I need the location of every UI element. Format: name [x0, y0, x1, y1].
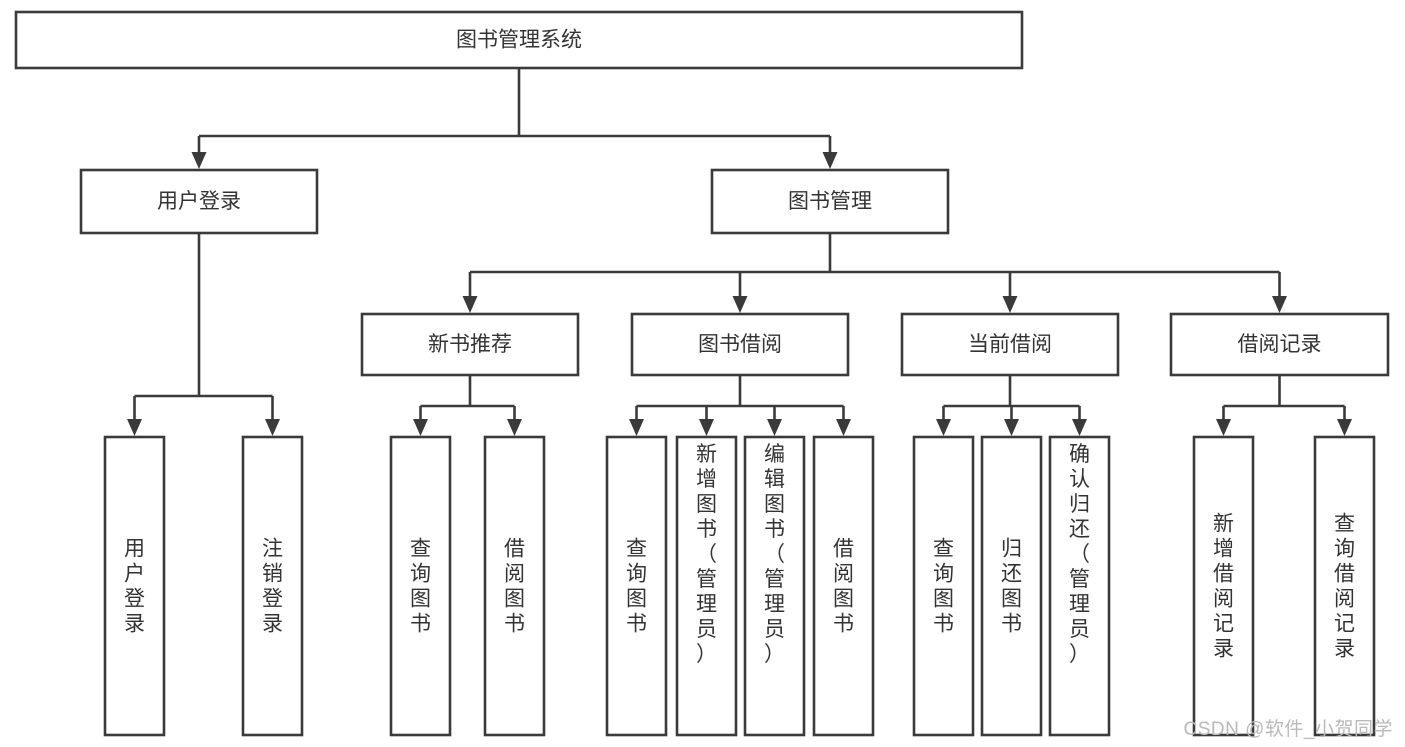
node-label-leaf-user-login: 用户登录	[124, 538, 145, 636]
node-book-borrow[interactable]: 图书借阅	[630, 312, 850, 377]
node-leaf-add-record[interactable]: 新增借阅记录	[1192, 435, 1255, 737]
node-box-leaf-add-record[interactable]	[1192, 435, 1255, 737]
node-label-book-manage: 图书管理	[788, 190, 872, 213]
node-label-current-borrow: 当前借阅	[968, 333, 1052, 356]
node-leaf-return-book[interactable]: 归还图书	[980, 435, 1043, 737]
connector-group	[629, 375, 851, 436]
node-leaf-add-book[interactable]: 新增图书（管理员）	[675, 435, 738, 737]
node-box-book-borrow[interactable]	[630, 312, 850, 377]
node-label-leaf-return-book: 归还图书	[1001, 538, 1022, 636]
node-box-book-manage[interactable]	[710, 168, 950, 235]
node-leaf-logout[interactable]: 注销登录	[241, 435, 304, 737]
connector-group	[1216, 375, 1352, 436]
node-box-leaf-query-book-1[interactable]	[389, 435, 452, 737]
node-leaf-query-book-2[interactable]: 查询图书	[605, 435, 668, 737]
node-label-leaf-query-book-3: 查询图书	[933, 538, 954, 636]
node-label-leaf-borrow-book-1: 借阅图书	[504, 538, 525, 636]
node-book-manage[interactable]: 图书管理	[710, 168, 950, 235]
node-box-leaf-query-book-3[interactable]	[912, 435, 975, 737]
connector-group	[413, 375, 522, 436]
connector-group	[462, 233, 1287, 313]
node-root[interactable]: 图书管理系统	[14, 10, 1024, 70]
node-user-login[interactable]: 用户登录	[79, 168, 319, 235]
node-borrow-record[interactable]: 借阅记录	[1169, 312, 1390, 377]
node-current-borrow[interactable]: 当前借阅	[900, 312, 1120, 377]
node-label-borrow-record: 借阅记录	[1238, 333, 1322, 356]
node-label-root: 图书管理系统	[456, 29, 582, 52]
node-leaf-query-book-1[interactable]: 查询图书	[389, 435, 452, 737]
node-box-leaf-query-book-2[interactable]	[605, 435, 668, 737]
node-box-leaf-return-book[interactable]	[980, 435, 1043, 737]
node-box-leaf-add-book[interactable]	[675, 435, 738, 737]
node-box-leaf-edit-book[interactable]	[743, 435, 806, 737]
node-box-borrow-record[interactable]	[1169, 312, 1390, 377]
node-leaf-user-login[interactable]: 用户登录	[103, 435, 166, 737]
node-new-book-rec[interactable]: 新书推荐	[360, 312, 580, 377]
node-box-new-book-rec[interactable]	[360, 312, 580, 377]
node-box-user-login[interactable]	[79, 168, 319, 235]
node-leaf-query-record[interactable]: 查询借阅记录	[1313, 435, 1376, 737]
node-leaf-edit-book[interactable]: 编辑图书（管理员）	[743, 435, 806, 737]
connector-group	[127, 233, 280, 436]
node-box-leaf-user-login[interactable]	[103, 435, 166, 737]
node-leaf-query-book-3[interactable]: 查询图书	[912, 435, 975, 737]
node-box-leaf-query-record[interactable]	[1313, 435, 1376, 737]
node-label-leaf-logout: 注销登录	[262, 538, 283, 636]
node-label-leaf-add-record: 新增借阅记录	[1213, 513, 1234, 661]
node-leaf-confirm-return[interactable]: 确认归还（管理员）	[1048, 435, 1111, 737]
node-label-user-login: 用户登录	[157, 190, 241, 213]
connector-layer	[127, 68, 1352, 436]
node-box-leaf-borrow-book-1[interactable]	[483, 435, 546, 737]
node-label-leaf-query-book-2: 查询图书	[626, 538, 647, 636]
node-box-root[interactable]	[14, 10, 1024, 70]
node-label-leaf-edit-book: 编辑图书（管理员）	[764, 443, 785, 666]
node-box-leaf-logout[interactable]	[241, 435, 304, 737]
node-layer: 图书管理系统用户登录图书管理新书推荐图书借阅当前借阅借阅记录用户登录注销登录查询…	[14, 10, 1390, 737]
node-label-book-borrow: 图书借阅	[698, 333, 782, 356]
connector-group	[936, 375, 1087, 436]
node-label-leaf-query-book-1: 查询图书	[410, 538, 431, 636]
node-label-new-book-rec: 新书推荐	[428, 333, 512, 356]
node-box-leaf-confirm-return[interactable]	[1048, 435, 1111, 737]
node-leaf-borrow-book-2[interactable]: 借阅图书	[812, 435, 875, 737]
node-label-leaf-confirm-return: 确认归还（管理员）	[1069, 443, 1090, 666]
node-label-leaf-add-book: 新增图书（管理员）	[696, 443, 717, 666]
node-label-leaf-query-record: 查询借阅记录	[1334, 513, 1355, 661]
node-box-current-borrow[interactable]	[900, 312, 1120, 377]
node-box-leaf-borrow-book-2[interactable]	[812, 435, 875, 737]
node-leaf-borrow-book-1[interactable]: 借阅图书	[483, 435, 546, 737]
connector-group	[191, 68, 838, 169]
node-label-leaf-borrow-book-2: 借阅图书	[833, 538, 854, 636]
